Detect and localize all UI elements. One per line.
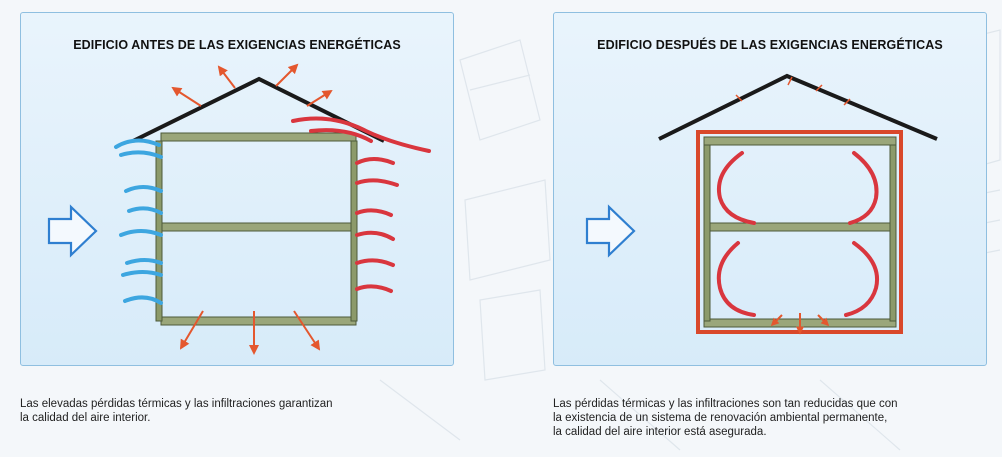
heat-loss-arrow-icon	[770, 313, 830, 335]
house-after-illustration	[585, 73, 938, 335]
panel-after: EDIFICIO DESPUÉS DE LAS EXIGENCIAS ENERG…	[553, 12, 987, 366]
roof-icon	[658, 73, 938, 141]
house-structure	[155, 132, 358, 326]
cold-air-infiltration	[114, 138, 163, 305]
panel-title: EDIFICIO DESPUÉS DE LAS EXIGENCIAS ENERG…	[597, 38, 943, 52]
panel-title: EDIFICIO ANTES DE LAS EXIGENCIAS ENERGÉT…	[73, 38, 401, 52]
caption-before: Las elevadas pérdidas térmicas y las inf…	[20, 398, 333, 424]
warm-air-leakage	[291, 116, 431, 293]
house-before-illustration	[47, 63, 431, 355]
panel-before: EDIFICIO ANTES DE LAS EXIGENCIAS ENERGÉT…	[20, 12, 454, 366]
inlet-arrow-icon	[47, 204, 98, 258]
air-circulation	[716, 151, 879, 317]
inlet-arrow-icon	[585, 204, 636, 258]
heat-loss-arrow-icon	[171, 63, 333, 355]
caption-after: Las pérdidas térmicas y las infiltracion…	[553, 398, 898, 438]
